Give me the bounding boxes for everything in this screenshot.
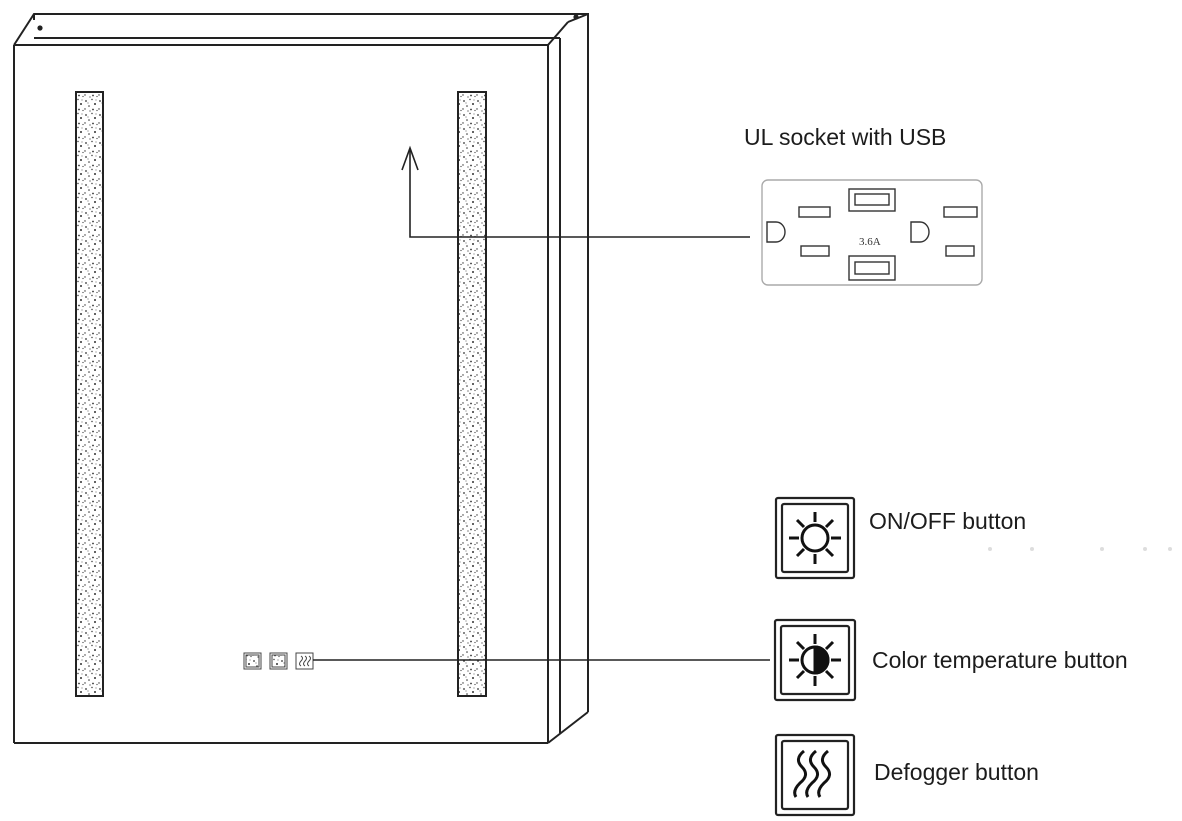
usb-port-bottom xyxy=(848,255,896,281)
half-sun-icon xyxy=(773,618,857,702)
led-strip-left xyxy=(75,91,104,697)
cabinet xyxy=(13,13,589,744)
socket-plate xyxy=(761,179,983,286)
socket-title: UL socket with USB xyxy=(744,124,947,150)
usb-port-top xyxy=(848,188,896,212)
color-temperature-button-label: Color temperature button xyxy=(872,647,1128,673)
heat-waves-icon xyxy=(774,733,856,817)
led-strip-right xyxy=(457,91,487,697)
socket-callout-line xyxy=(401,145,750,238)
outlet-left xyxy=(766,206,831,257)
outlet-right xyxy=(910,206,978,257)
defogger-button-label: Defogger button xyxy=(874,759,1039,785)
socket-rating: 3.6A xyxy=(859,236,881,248)
onoff-button-label: ON/OFF button xyxy=(869,508,1027,534)
sun-icon xyxy=(774,496,856,580)
mirror-touch-buttons xyxy=(243,652,314,670)
faint-dots xyxy=(988,547,1172,551)
